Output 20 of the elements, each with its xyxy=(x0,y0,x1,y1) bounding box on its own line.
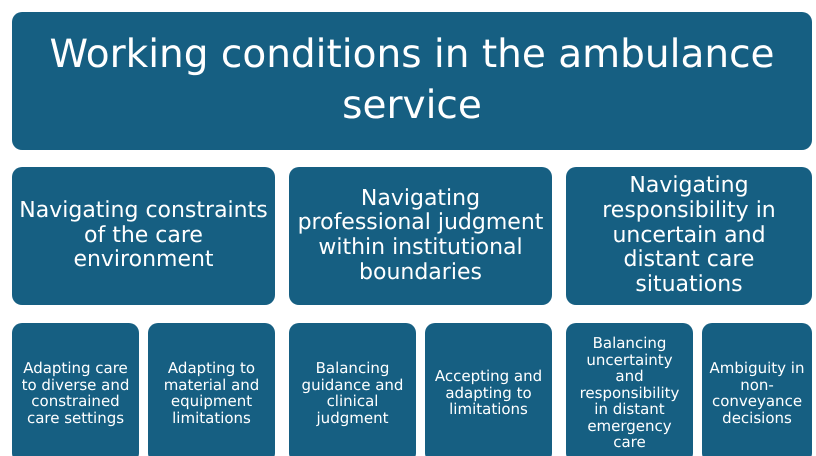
box-label: Working conditions in the ambulance service xyxy=(48,31,776,130)
box-label: Ambiguity in non-conveyance decisions xyxy=(708,360,806,426)
subtheme-box xyxy=(289,323,416,456)
subtheme-box xyxy=(425,323,552,456)
theme-box xyxy=(289,167,552,305)
theme-box xyxy=(12,167,275,305)
box-label: Balancing guidance and clinical judgment xyxy=(300,360,404,426)
title-box xyxy=(12,12,812,150)
box-label: Navigating responsibility in uncertain and distant care situations xyxy=(601,174,777,298)
subtheme-box xyxy=(702,323,812,456)
subtheme-box xyxy=(566,323,693,456)
subtheme-box xyxy=(12,323,139,456)
subtheme-box xyxy=(148,323,275,456)
box-label: Navigating professional judgment within institutional boundaries xyxy=(296,186,544,286)
box-label: Navigating constraints of the care environment xyxy=(18,199,269,273)
box-label: Accepting and adapting to limitations xyxy=(434,368,544,418)
box-label: Adapting care to diverse and constrained care settings xyxy=(20,360,130,426)
box-label: Adapting to material and equipment limitations xyxy=(162,360,260,426)
theme-box xyxy=(566,167,812,305)
box-label: Balancing uncertainty and responsibility in distant emergency care xyxy=(578,335,680,451)
